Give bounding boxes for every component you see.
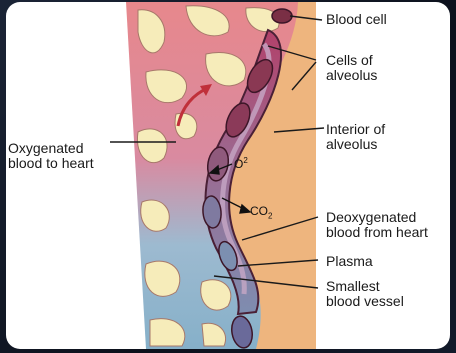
label-cells-of-alveolus-line1: Cells of bbox=[326, 53, 373, 67]
label-cells-of-alveolus-line2: alveolus bbox=[326, 68, 377, 82]
label-smallest-line1: Smallest bbox=[326, 279, 380, 293]
label-interior-line1: Interior of bbox=[326, 122, 385, 136]
label-blood-cell: Blood cell bbox=[326, 12, 387, 26]
label-co2: CO2 bbox=[250, 204, 272, 220]
label-plasma: Plasma bbox=[326, 254, 373, 268]
label-interior-line2: alveolus bbox=[326, 137, 377, 151]
diagram-card: Blood cell Cells of alveolus Interior of… bbox=[6, 2, 450, 349]
label-oxygenated-line2: blood to heart bbox=[8, 156, 94, 170]
label-deoxygenated-line2: blood from heart bbox=[326, 225, 428, 239]
label-deoxygenated-line1: Deoxygenated bbox=[326, 210, 416, 224]
label-o2: O2 bbox=[234, 156, 248, 171]
label-smallest-line2: blood vessel bbox=[326, 294, 404, 308]
label-oxygenated-line1: Oxygenated bbox=[8, 141, 84, 155]
